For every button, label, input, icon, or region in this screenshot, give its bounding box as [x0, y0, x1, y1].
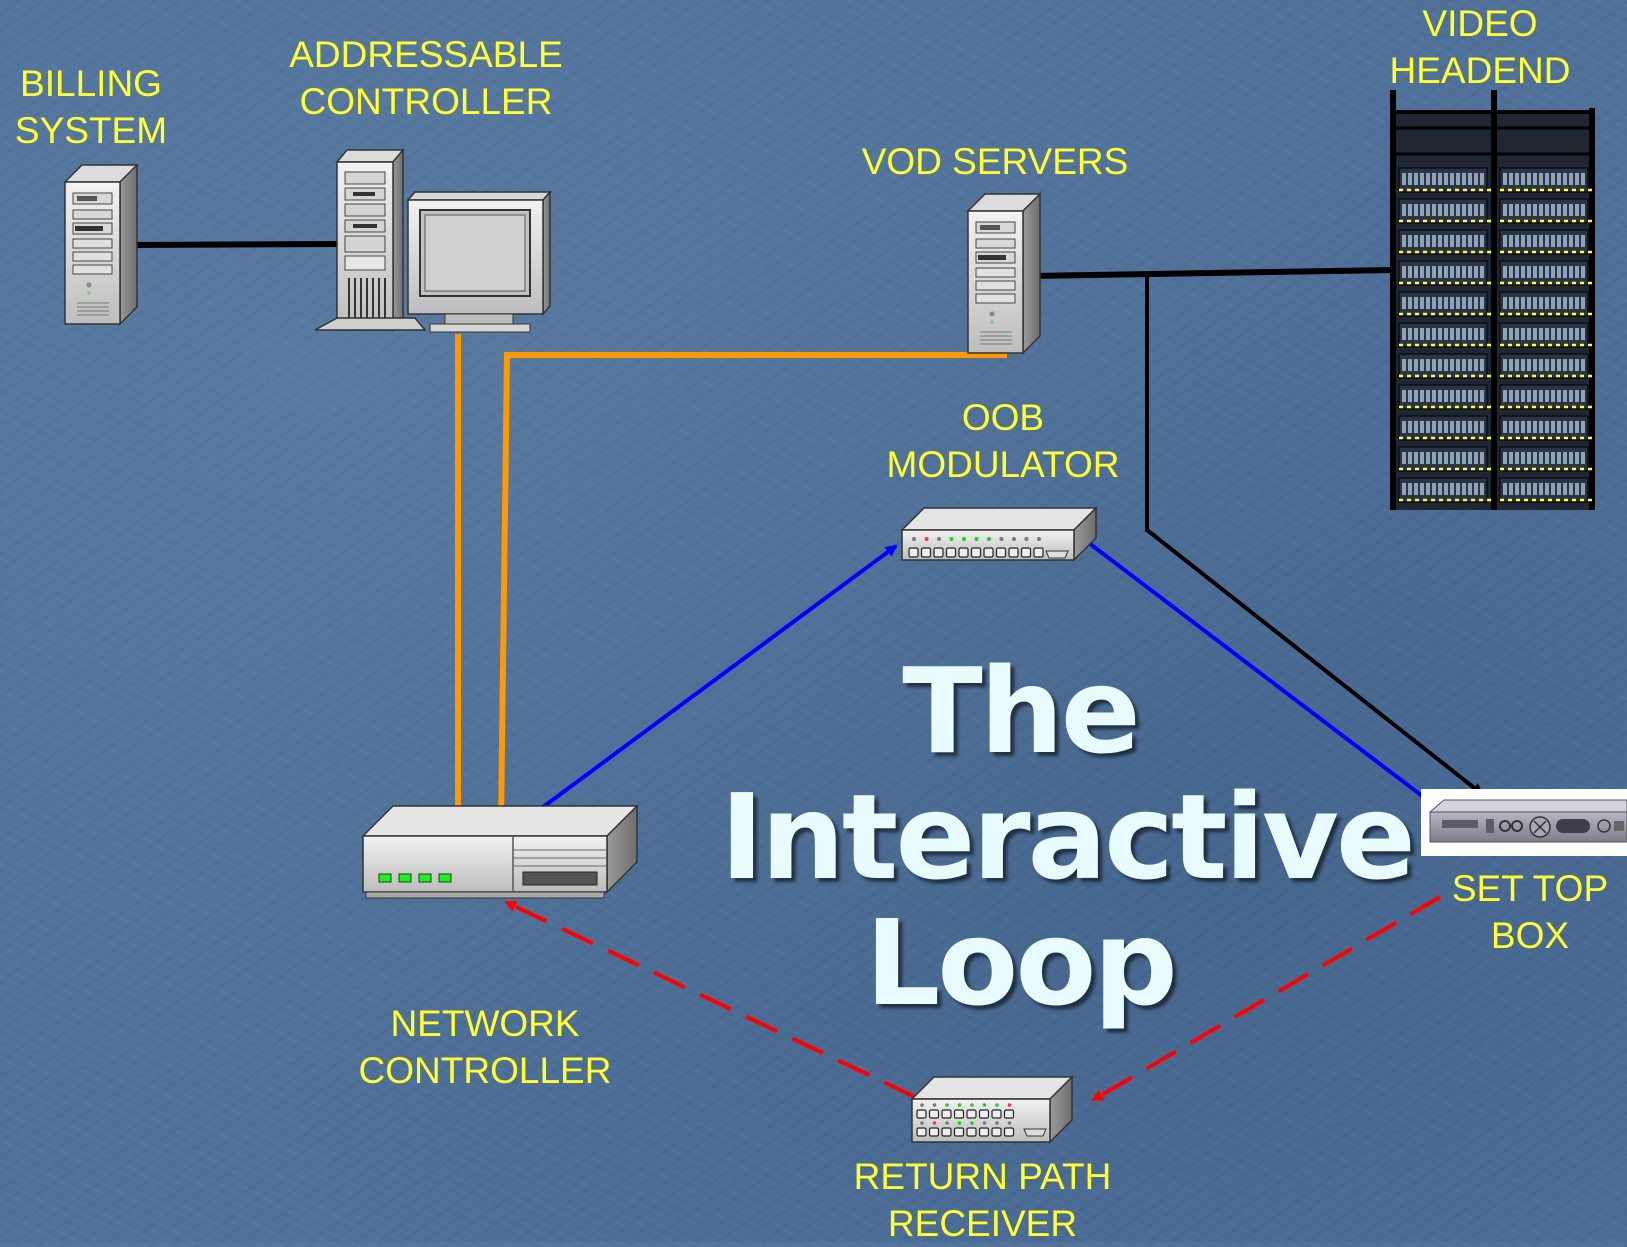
vod-to-headend-link	[1029, 267, 1396, 279]
billing-system-label-line1: BILLING	[20, 63, 162, 104]
addressable-controller-label-line1: ADDRESSABLE	[289, 34, 563, 75]
video-headend-label-line2: HEADEND	[1389, 50, 1571, 91]
network-controller-label: NETWORK CONTROLLER	[325, 1000, 645, 1094]
title-line-3: Loop	[865, 894, 1178, 1032]
return-path-receiver-label: RETURN PATH RECEIVER	[810, 1153, 1155, 1247]
video-headend-label: VIDEO HEADEND	[1370, 0, 1590, 94]
network-controller-label-line2: CONTROLLER	[358, 1050, 612, 1091]
title-line-1: The	[902, 642, 1141, 780]
modulator-hub-icon[interactable]	[900, 506, 1098, 562]
orange-link-vod-to-network	[498, 352, 1007, 824]
addressable-controller-label-line2: CONTROLLER	[299, 81, 553, 122]
rack-unit-rows	[1398, 167, 1592, 503]
billing-system-label-line2: SYSTEM	[14, 110, 168, 151]
set-top-box-label-line1: SET TOP	[1451, 868, 1609, 909]
return-path-receiver-label-line1: RETURN PATH	[853, 1156, 1112, 1197]
tower-server-icon[interactable]	[966, 192, 1042, 355]
receiver-hub-icon[interactable]	[910, 1075, 1074, 1144]
set-top-box-icon[interactable]	[1421, 789, 1627, 856]
video-headend-label-line1: VIDEO	[1422, 3, 1538, 44]
equipment-rack-icon[interactable]	[1390, 90, 1595, 510]
title-line-2: Interactive	[720, 768, 1416, 906]
receiver-to-network-link	[504, 900, 916, 1099]
oob-to-set-top-box-link	[1083, 538, 1440, 810]
network-to-oob-link	[541, 544, 898, 809]
set-top-box-label: SET TOP BOX	[1430, 865, 1627, 959]
tower-server-icon[interactable]	[63, 163, 139, 326]
addressable-controller-label: ADDRESSABLE CONTROLLER	[266, 31, 586, 125]
oob-modulator-label-line2: MODULATOR	[886, 444, 1120, 485]
network-controller-label-line1: NETWORK	[390, 1003, 580, 1044]
vod-servers-label-line1: VOD SERVERS	[861, 141, 1129, 182]
workstation-icon[interactable]	[314, 147, 552, 333]
billing-system-label: BILLING SYSTEM	[0, 60, 182, 154]
billing-to-controller-link	[124, 241, 343, 248]
network-controller-icon[interactable]	[361, 804, 639, 899]
set-top-box-to-receiver-link	[1091, 895, 1442, 1102]
headend-to-set-top-box-link	[1145, 275, 1484, 796]
vod-servers-label: VOD SERVERS	[840, 138, 1150, 185]
page-title: The Interactive Loop	[720, 642, 1416, 1032]
set-top-box-label-line2: BOX	[1490, 915, 1570, 956]
oob-modulator-label-line1: OOB	[961, 397, 1045, 438]
return-path-receiver-label-line2: RECEIVER	[887, 1203, 1078, 1244]
oob-modulator-label: OOB MODULATOR	[858, 394, 1148, 488]
